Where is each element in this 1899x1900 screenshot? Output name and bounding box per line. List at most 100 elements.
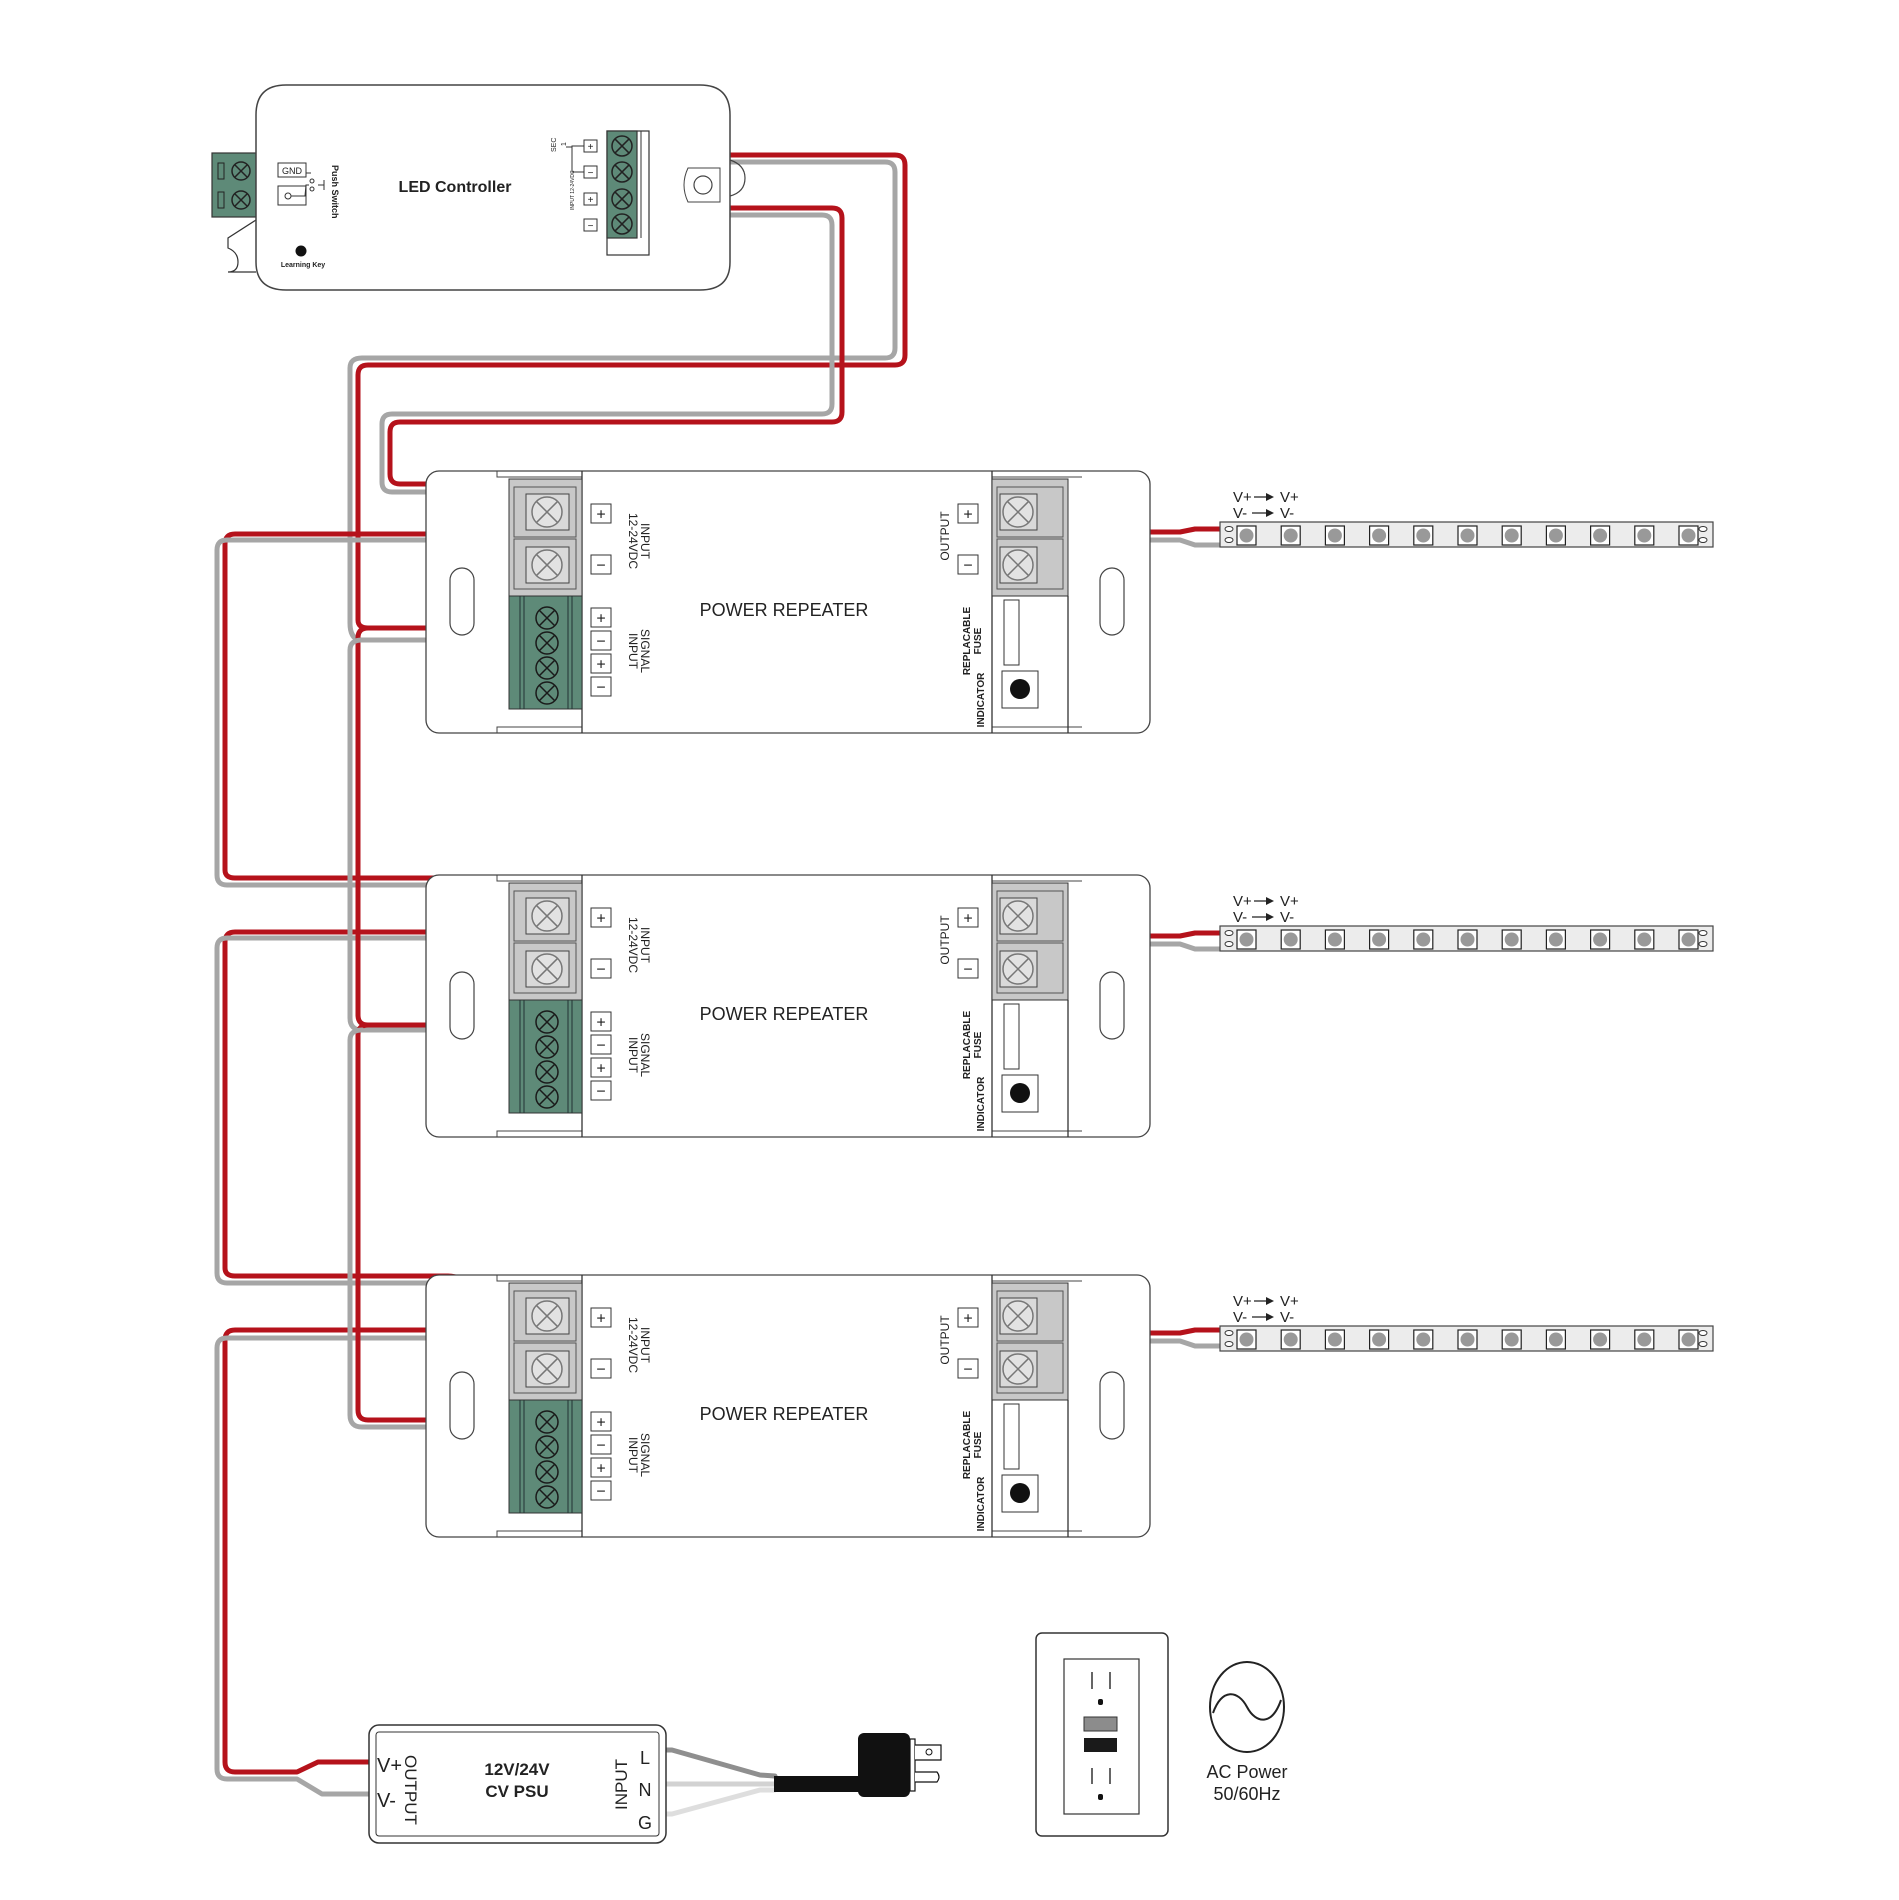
svg-text:+: + — [963, 506, 972, 523]
input-label: INPUT — [638, 927, 652, 964]
terminal-polarity-label: + — [590, 607, 612, 628]
signal-screw-icon — [535, 606, 559, 630]
gfci-test-button[interactable] — [1083, 1716, 1118, 1732]
indicator-label: INDICATOR — [976, 672, 987, 727]
controller-terminal-labels: + − + − — [583, 139, 598, 232]
led-chip — [1545, 525, 1567, 546]
signal-terminal-block — [508, 999, 583, 1114]
wire-psu-g — [663, 1787, 778, 1817]
signal-label: SIGNAL — [638, 629, 652, 673]
replaceable-fuse — [1003, 599, 1020, 666]
ac-label-line1: AC Power — [1206, 1762, 1287, 1782]
svg-text:+: + — [596, 1310, 605, 1327]
sec-number: 1 — [561, 142, 568, 146]
ac-power-source: AC Power 50/60Hz — [1206, 1661, 1288, 1804]
signal-label: SIGNAL — [638, 1433, 652, 1477]
svg-text:−: − — [596, 1483, 605, 1500]
indicator-label: INDICATOR — [976, 1476, 987, 1531]
terminal-polarity-label: + — [590, 1457, 612, 1478]
output-screw-pos-icon — [1002, 496, 1034, 528]
led-chip — [1589, 929, 1611, 950]
svg-text:−: − — [596, 1037, 605, 1054]
svg-text:+: + — [596, 910, 605, 927]
fuse-label: REPLACABLE — [962, 1411, 973, 1480]
led-chip — [1678, 525, 1699, 546]
mounting-slot — [449, 567, 475, 636]
fuse-label-2: FUSE — [973, 1031, 984, 1058]
terminal-polarity-label: + — [590, 653, 612, 674]
strip-label-vplus-from: V+ — [1233, 489, 1252, 506]
svg-text:−: − — [596, 1361, 605, 1378]
terminal-polarity-label: + — [957, 907, 979, 928]
signal-screw-icon — [535, 1085, 559, 1109]
psu-terminal-g: G — [638, 1813, 652, 1833]
terminal-polarity-label: − — [590, 1434, 612, 1455]
psu-output-pos: V+ — [377, 1755, 402, 1777]
psu-output-label: OUTPUT — [401, 1755, 420, 1825]
svg-text:−: − — [588, 221, 594, 232]
signal-screw-icon — [535, 681, 559, 705]
indicator-led — [1010, 1483, 1030, 1503]
terminal-polarity-label: − — [590, 630, 612, 651]
led-chip — [1324, 929, 1346, 950]
led-chip — [1236, 525, 1257, 546]
led-chip — [1678, 1329, 1699, 1350]
svg-text:+: + — [596, 1060, 605, 1077]
wire-psu-l — [663, 1747, 778, 1779]
terminal-polarity-label: + — [590, 503, 612, 524]
terminal-polarity-label: + — [590, 1011, 612, 1032]
learning-key-button[interactable] — [295, 245, 307, 257]
fuse-label-2: FUSE — [973, 1431, 984, 1458]
signal-screw-icon — [535, 1060, 559, 1084]
ac-label-line2: 50/60Hz — [1213, 1784, 1280, 1804]
led-chip — [1501, 1329, 1522, 1350]
output-label: OUTPUT — [938, 915, 952, 965]
signal-label: SIGNAL — [638, 1033, 652, 1077]
svg-text:+: + — [588, 142, 594, 153]
terminal-polarity-label: − — [590, 676, 612, 697]
terminal-polarity-label: + — [590, 1307, 612, 1328]
input-voltage-label: 12-24VDC — [626, 1317, 640, 1373]
signal-screw-icon — [535, 1010, 559, 1034]
arrow-icon — [1252, 900, 1268, 918]
svg-text:+: + — [596, 1014, 605, 1031]
svg-text:+: + — [596, 610, 605, 627]
repeater-title: POWER REPEATER — [700, 1004, 869, 1024]
signal-input-label: INPUT — [626, 1037, 640, 1074]
terminal-polarity-label: − — [590, 1358, 612, 1379]
signal-screw-icon — [535, 1485, 559, 1509]
ac-circle — [1209, 1661, 1285, 1753]
output-screw-neg-icon — [1002, 953, 1034, 985]
strip-label-vminus-to: V- — [1280, 505, 1294, 522]
svg-text:−: − — [596, 557, 605, 574]
sine-wave-icon — [1212, 1693, 1282, 1721]
arrow-icon — [1252, 496, 1268, 514]
signal-input-label: INPUT — [626, 633, 640, 670]
signal-screw-icon — [535, 656, 559, 680]
terminal-polarity-label: − — [590, 958, 612, 979]
input-screw-neg-icon — [531, 953, 563, 985]
learning-key-label: Learning Key — [281, 262, 325, 269]
mounting-slot — [449, 1371, 475, 1440]
terminal-polarity-label: + — [957, 503, 979, 524]
svg-text:−: − — [596, 633, 605, 650]
terminal-polarity-label: − — [590, 1080, 612, 1101]
gfci-reset-button[interactable] — [1084, 1738, 1117, 1752]
replaceable-fuse — [1003, 1003, 1020, 1070]
input-screw-pos-icon — [531, 496, 563, 528]
strip-label-vplus-from: V+ — [1233, 1293, 1252, 1310]
wall-outlet — [1035, 1632, 1169, 1837]
led-chip — [1501, 525, 1522, 546]
input-label: INPUT — [638, 1327, 652, 1364]
led-chip — [1368, 1329, 1390, 1350]
repeater-title: POWER REPEATER — [700, 1404, 869, 1424]
led-chip — [1236, 929, 1257, 950]
led-chip — [1678, 929, 1699, 950]
led-chip — [1324, 525, 1346, 546]
screw-icon — [611, 188, 633, 210]
signal-input-label: INPUT — [626, 1437, 640, 1474]
psu-terminal-l: L — [640, 1748, 650, 1768]
output-screw-pos-icon — [1002, 1300, 1034, 1332]
